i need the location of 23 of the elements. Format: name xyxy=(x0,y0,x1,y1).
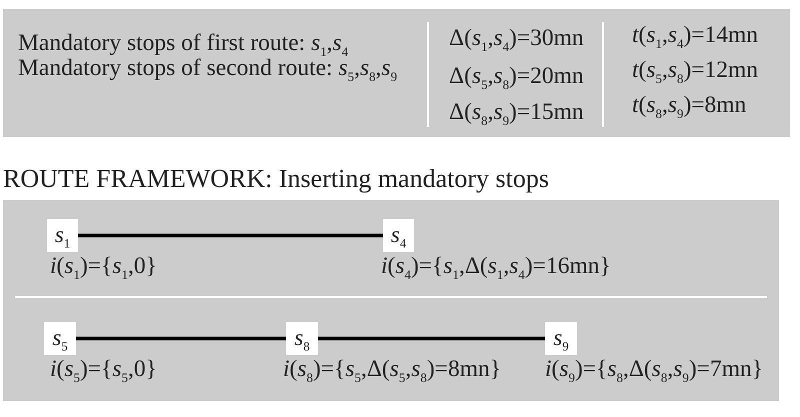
stop-list-text: Mandatory stops of first route: s$_{1}$,s$_{4}$ xyxy=(18,30,348,56)
formula-text: Δ(s$_{1}$,s$_{4}$)=30mn xyxy=(449,25,584,51)
stop-info-text: i(s$_{4}$)={s$_{1}$,Δ(s$_{1}$,s$_{4}$)=16mn} xyxy=(381,253,611,279)
stop-info-text: i(s$_{9}$)={s$_{8}$,Δ(s$_{8}$,s$_{9}$)=7mn} xyxy=(545,356,763,382)
stop-node: s$_{1}$ xyxy=(47,219,78,252)
stop-node: s$_{5}$ xyxy=(44,322,76,355)
formula-text: t(s$_{8}$,s$_{9}$)=8mn xyxy=(632,92,746,118)
route-line xyxy=(76,336,286,340)
stop-node: s$_{8}$ xyxy=(286,322,318,355)
stop-info-text: i(s$_{8}$)={s$_{5}$,Δ(s$_{5}$,s$_{8}$)=8mn} xyxy=(283,356,501,382)
formula-text: t(s$_{5}$,s$_{8}$)=12mn xyxy=(632,57,758,83)
stop-node: s$_{9}$ xyxy=(545,322,577,355)
input-panel xyxy=(3,9,790,137)
stop-node: s$_{4}$ xyxy=(383,219,414,252)
panel-heading: ROUTE FRAMEWORK: Inserting mandatory stops xyxy=(3,166,549,192)
stop-info-text: i(s$_{5}$)={s$_{5}$,0} xyxy=(50,356,157,382)
formula-text: Δ(s$_{8}$,s$_{9}$)=15mn xyxy=(449,99,584,125)
stop-list-text: Mandatory stops of second route: s$_{5}$,s$_{8}$,s$_{9}$ xyxy=(18,55,398,81)
route-line xyxy=(318,336,545,340)
formula-text: Δ(s$_{5}$,s$_{8}$)=20mn xyxy=(449,63,584,89)
route-line xyxy=(78,234,383,238)
formula-text: t(s$_{1}$,s$_{4}$)=14mn xyxy=(632,22,758,48)
stop-info-text: i(s$_{1}$)={s$_{1}$,0} xyxy=(50,253,157,279)
